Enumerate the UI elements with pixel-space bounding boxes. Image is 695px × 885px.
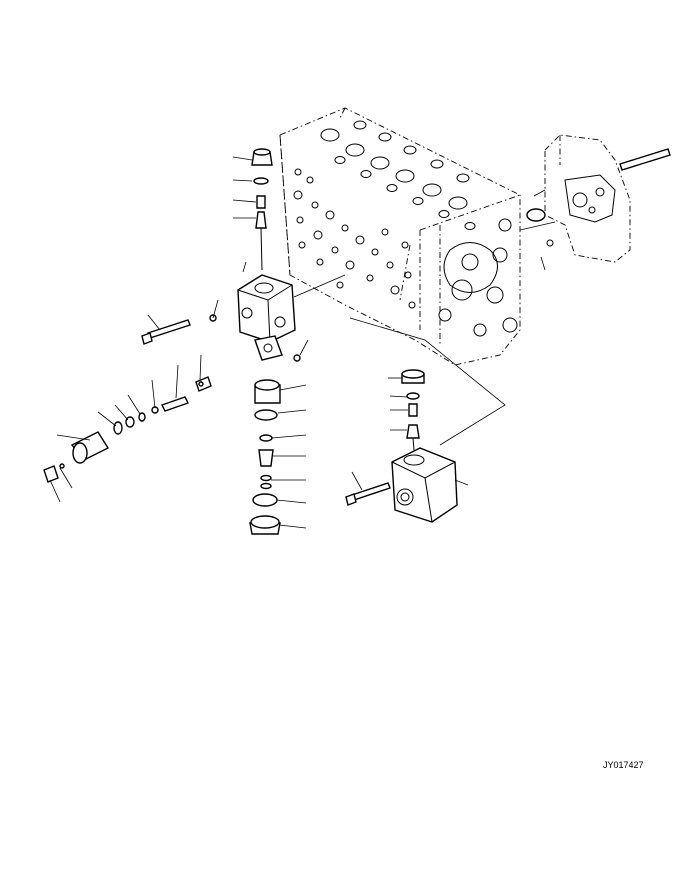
relief-valve-block <box>209 261 346 362</box>
plug-and-seal-stack <box>232 148 273 271</box>
top-port-holes <box>320 120 476 230</box>
check-valve-stack <box>249 379 307 535</box>
end-cover-assembly <box>519 134 671 271</box>
main-valve-body <box>279 107 521 366</box>
side-face-holes <box>293 168 416 309</box>
end-face-ports <box>438 218 518 337</box>
secondary-valve-block <box>345 317 506 523</box>
adjuster-spool-parts <box>43 354 212 503</box>
drawing-code: JY017427 <box>603 760 644 770</box>
mounting-bolt-left <box>141 314 191 345</box>
